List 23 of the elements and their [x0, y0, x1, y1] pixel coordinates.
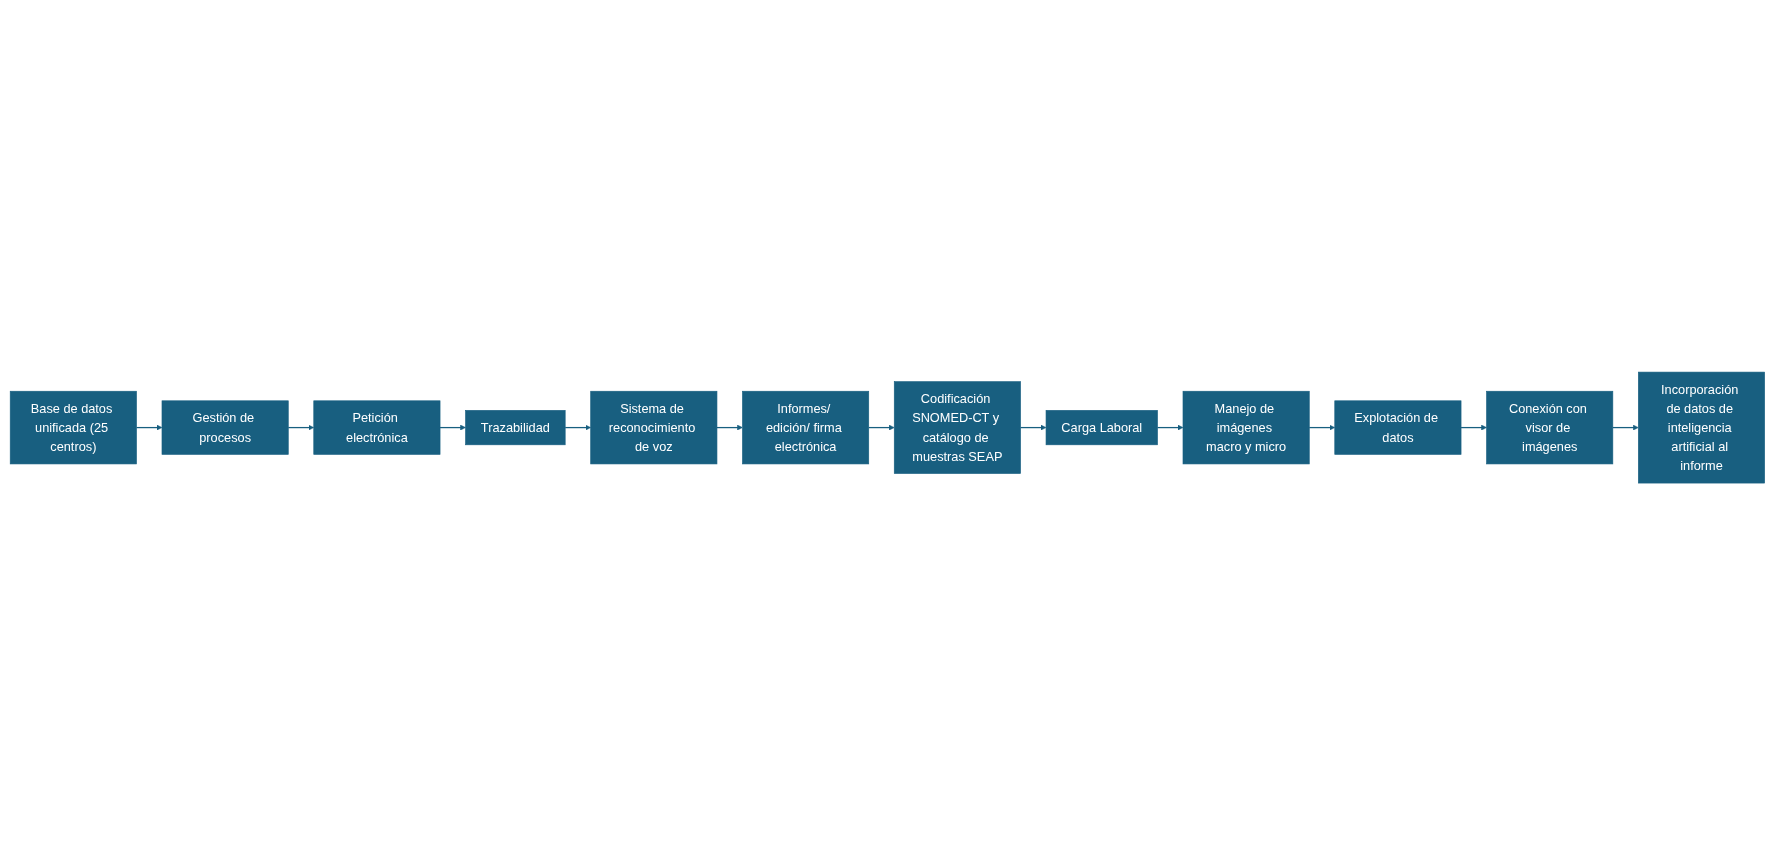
arrow [1460, 425, 1487, 431]
node-box: Carga Laboral [1045, 410, 1158, 446]
arrow [564, 425, 591, 431]
arrow [287, 425, 315, 431]
node-box: Trazabilidad [465, 410, 566, 446]
arrow [1019, 425, 1047, 431]
arrow [868, 425, 895, 431]
arrow [1612, 425, 1639, 431]
node-box: Conexión con visor de imágenes [1486, 391, 1614, 465]
node-box: Informes/ edición/ firma electrónica [742, 391, 870, 465]
node-box: Base de datos unificada (25 centros) [9, 391, 137, 465]
arrow [1308, 425, 1336, 431]
node-box: Petición electrónica [313, 400, 441, 456]
node-box: Explotación de datos [1334, 400, 1462, 456]
arrow [716, 425, 743, 431]
arrow [1156, 425, 1184, 431]
arrow [135, 425, 163, 431]
node-box: Gestión de procesos [161, 400, 289, 456]
node-box: Sistema de reconocimiento de voz [590, 391, 718, 465]
node-box: Codificación SNOMED-CT y catálogo de muestras SEAP [894, 381, 1021, 475]
node-box: Incorporación de datos de inteligencia artificial al informe [1638, 372, 1765, 484]
node-box: Manejo de imágenes macro y micro [1182, 391, 1310, 465]
arrow [439, 425, 466, 431]
